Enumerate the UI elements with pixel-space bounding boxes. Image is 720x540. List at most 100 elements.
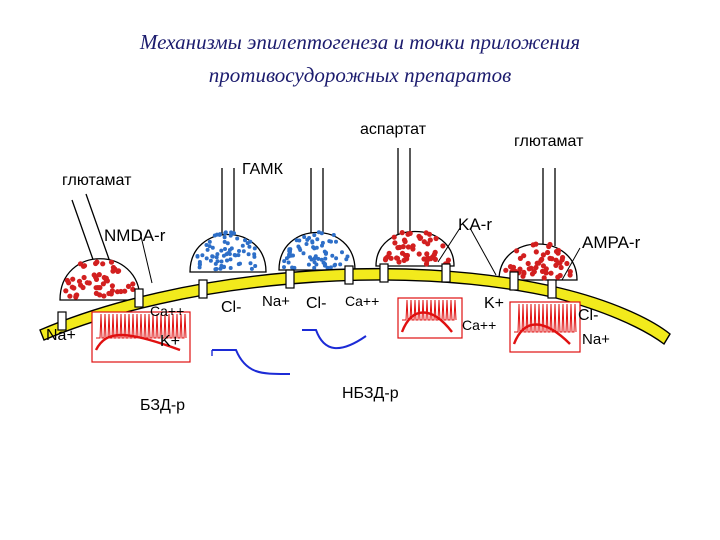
vesicle [410,243,416,249]
vesicle [222,239,227,244]
vesicle [405,244,411,250]
vesicle [93,276,100,282]
vesicle [340,250,344,255]
vesicle [228,266,233,270]
vesicle [200,253,205,258]
vesicle [324,250,329,255]
vesicle [212,233,217,238]
vesicle [208,258,213,263]
vesicle [517,255,524,261]
vesicle [338,262,343,267]
vesicle [533,241,539,247]
vesicle [225,241,230,246]
vesicle [78,282,84,288]
vesicle [286,260,291,265]
spike-train [514,303,577,333]
vesicle [521,269,527,275]
label-ka-receptor: KA-r [458,215,492,234]
vesicle [210,245,215,250]
vesicle [289,253,294,258]
vesicle [217,232,222,237]
label-ion-cl-2: Cl- [306,295,326,312]
vesicle [316,230,321,235]
vesicle [63,288,69,294]
vesicle [534,260,540,266]
ipsp-trace-nbzd [302,329,367,350]
vesicle [396,259,402,265]
vesicle [402,252,409,259]
vesicle [76,278,83,284]
vesicle [428,256,434,262]
vesicle [543,266,549,272]
vesicle [237,249,241,253]
vesicle [233,253,238,258]
vesicle [95,285,101,291]
vesicle [322,261,327,266]
vesicle [228,257,233,262]
vesicle [541,275,547,281]
ipsp-traces [211,329,367,375]
vesicle [252,254,257,259]
receptor-channels [57,263,557,331]
depolarization-envelope [400,311,453,333]
synaptic-vesicles [63,230,573,300]
vesicle [204,243,209,247]
vesicle [400,244,406,250]
vesicle [249,266,254,271]
slide-title-line-2: противосудорожных препаратов [208,63,512,87]
label-nbzd-receptor: НБЗД-р [342,385,399,402]
vesicle [214,255,219,260]
vesicle [345,254,350,259]
label-ion-na-right: Na+ [582,331,610,348]
vesicle [526,266,532,272]
vesicle [207,239,212,244]
receptor-channel [134,288,144,308]
vesicle [547,241,553,248]
vesicle [433,235,439,242]
vesicle [533,249,539,255]
action-potential-traces [91,297,581,363]
vesicle [287,247,292,252]
vesicle [314,262,319,267]
vesicle [297,238,302,243]
vesicle [558,264,564,271]
receptor-channel [285,269,295,289]
vesicle [320,243,324,248]
vesicle [195,254,200,259]
vesicle [235,236,240,241]
vesicle [223,247,227,251]
vesicle [312,256,317,261]
vesicle [328,265,333,270]
vesicle [399,230,405,236]
label-ampa-receptor: AMPA-r [582,233,641,252]
vesicle [557,260,563,266]
vesicle [205,247,210,252]
vesicle [401,257,407,263]
vesicle [421,239,427,245]
vesicle [386,250,392,256]
vesicle [246,252,251,257]
vesicle [334,256,339,261]
vesicle [545,249,551,256]
vesicle [222,235,227,240]
vesicle [97,292,103,298]
vesicle [238,261,242,266]
vesicle [214,267,219,271]
vesicle [520,273,526,279]
vesicle [548,270,554,276]
vesicle [223,230,228,235]
vesicle [427,237,433,243]
vesicle [282,259,287,264]
label-glutamate-left: глютамат [62,172,132,189]
vesicle [417,235,423,241]
vesicle [538,257,544,263]
vesicle [243,238,247,243]
vesicle [210,254,215,259]
vesicle [307,236,312,240]
vesicle [130,281,136,287]
vesicle [392,240,398,246]
vesicle [215,252,220,257]
leader-lines [139,227,581,284]
vesicle [284,256,289,261]
vesicle [66,280,72,286]
